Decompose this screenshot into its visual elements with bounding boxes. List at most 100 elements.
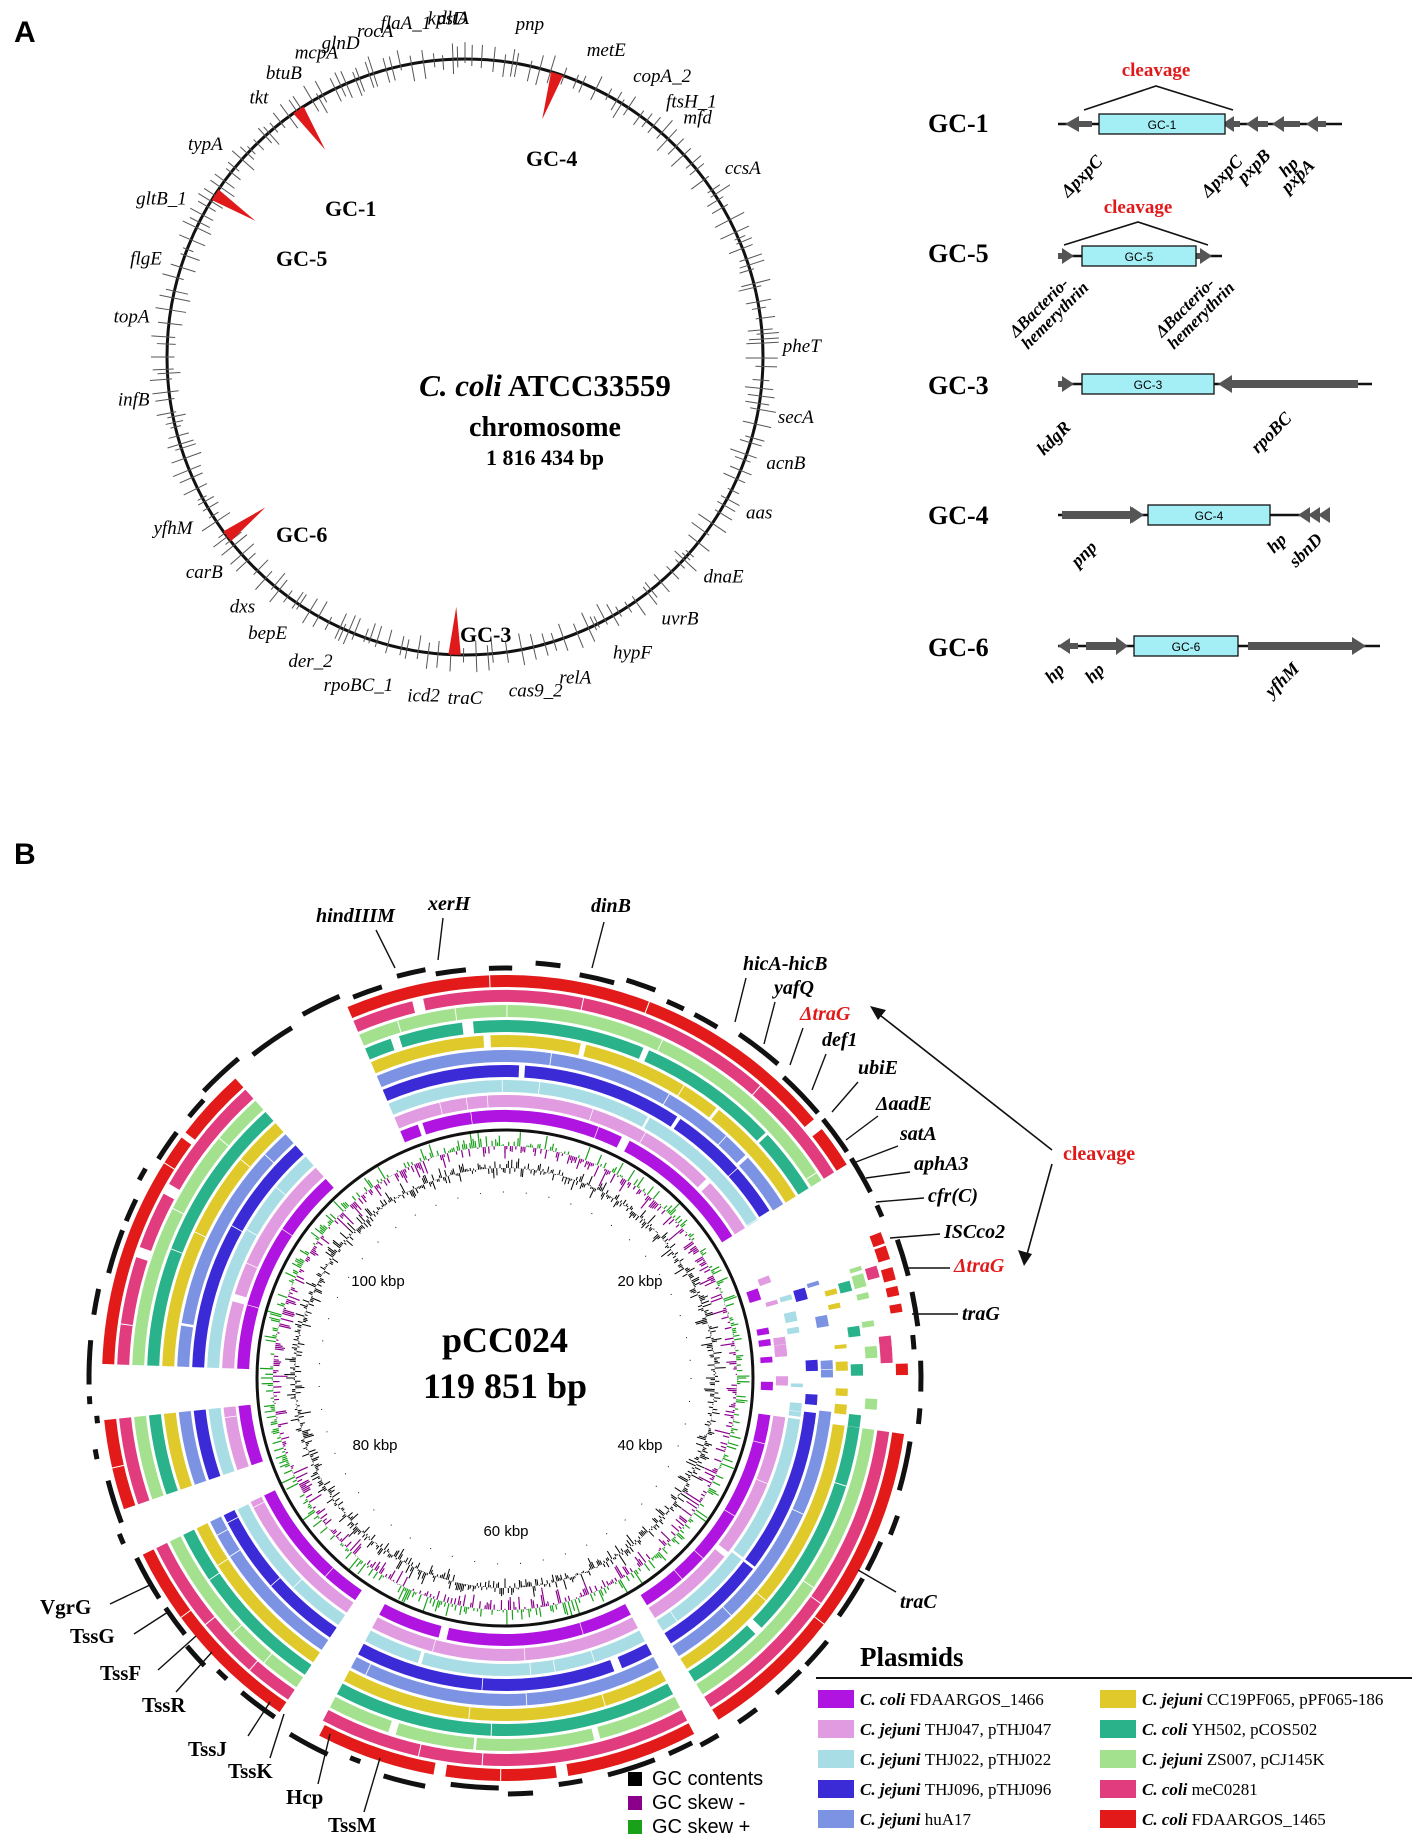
gc-content-bar <box>662 1516 666 1520</box>
tick-label-20kbp: 20 kbp <box>617 1273 662 1290</box>
gc-skew-bar <box>265 1339 276 1343</box>
gene-tick <box>151 335 176 338</box>
gc-content-bar <box>296 1351 303 1353</box>
gc-content-bar <box>626 1205 629 1208</box>
gc-content-bar <box>638 1539 642 1543</box>
gc-skew-bar <box>369 1563 373 1568</box>
gc-skew-bar <box>398 1586 406 1600</box>
gc-skew-bar <box>613 1166 618 1174</box>
gc-skew-bar <box>292 1269 299 1274</box>
plasmid-legend-swatch <box>1100 1750 1136 1768</box>
gc-content-bar <box>555 1581 558 1588</box>
gc-content-bar <box>596 1186 600 1190</box>
leader-line <box>889 1233 941 1239</box>
gc-content-bar <box>551 1579 553 1583</box>
gene-tick <box>342 615 356 645</box>
gc-skew-bar <box>729 1317 733 1320</box>
plasmid-ring-fragment <box>765 1299 779 1307</box>
gc-skew-bar <box>269 1313 282 1318</box>
plasmid-ring-segment <box>218 1559 320 1663</box>
gc-content-bar <box>667 1246 670 1249</box>
gc-content-bar <box>393 1196 396 1200</box>
plasmid-ring-segment <box>445 1764 501 1781</box>
gene-tick <box>170 263 196 273</box>
gc-skew-bar <box>352 1543 362 1554</box>
gc-content-bar <box>410 1189 416 1198</box>
plasmid-ring-segment <box>602 1670 667 1706</box>
plasmid-ring-segment <box>482 1709 688 1766</box>
gc-skew-bar <box>414 1592 417 1595</box>
gc-content-bar <box>412 1185 415 1189</box>
gc-content-bar <box>564 1177 568 1185</box>
plasmid-legend-label: C. coli YH502, pCOS502 <box>1142 1720 1317 1739</box>
island-gc-3: GC-3 GC-3 kdgR rpoBC <box>928 371 1372 459</box>
gc-content-bar <box>378 1206 381 1210</box>
gc-skew-bar <box>460 1149 464 1158</box>
gc-skew-bar <box>651 1557 654 1561</box>
gc-skew-bar <box>711 1270 715 1274</box>
plasmid-ring-segment <box>398 1008 457 1033</box>
gc-content-bar <box>377 1547 382 1554</box>
gc-skew-bar <box>378 1562 387 1574</box>
chromosome-title-species: C. coli <box>419 368 502 403</box>
island-gc-1-cleavage-lines <box>1083 85 1234 111</box>
chromosome-gene-label: uvrB <box>662 608 699 629</box>
plasmid-gene-block <box>849 1157 873 1194</box>
gc-content-bar <box>703 1388 715 1391</box>
gc-content-bar <box>678 1265 683 1268</box>
gc-skew-bar <box>486 1602 488 1610</box>
gc-skew-bar <box>281 1436 290 1440</box>
gc-skew-bar <box>479 1608 482 1617</box>
gene-tick <box>691 522 710 536</box>
gc-content-bar <box>574 1575 576 1579</box>
cleavage-arrow-line-bottom <box>1025 1163 1053 1259</box>
gc-content-bar <box>492 1168 495 1179</box>
gc-content-bar <box>670 1506 674 1509</box>
chromosome-gene-label: gltB_1 <box>136 188 187 209</box>
gc-content-bar <box>606 1194 609 1198</box>
gc-skew-bar <box>328 1226 331 1230</box>
gc-content-bar <box>707 1421 711 1423</box>
plasmid-ring-segment <box>400 1124 422 1143</box>
gc-content-bar <box>648 1226 652 1230</box>
gc-content-bar <box>696 1436 706 1441</box>
plasmid-ring-segment <box>120 1257 148 1326</box>
plasmid-ring-segment <box>223 1406 237 1418</box>
gc-skew-bar <box>424 1155 427 1160</box>
gc-skew-bar <box>730 1404 736 1406</box>
gc-content-bar <box>587 1557 594 1569</box>
gc-content-bar <box>536 1579 539 1586</box>
gene-tick <box>315 93 328 114</box>
island-gc-1-arrow <box>1246 116 1268 132</box>
gc-skew-bar <box>360 1195 367 1203</box>
plasmid-ring-segment <box>482 1660 615 1691</box>
gene-tick <box>605 88 613 101</box>
plasmid-gene-block <box>251 1025 294 1057</box>
gc-content-bar <box>623 1204 625 1207</box>
gc-content-bar <box>625 1203 628 1207</box>
plasmid-gene-block <box>821 1117 850 1154</box>
gc-skew-bar <box>561 1153 564 1156</box>
gc-content-bar <box>657 1236 661 1240</box>
gc-skew-bar <box>707 1275 714 1280</box>
plasmid-ring-segment <box>162 1232 206 1367</box>
plasmid-gene-block <box>215 1668 229 1681</box>
gc-content-bar <box>407 1557 412 1565</box>
gc-content-bar <box>546 1580 549 1584</box>
gc-content-bar <box>455 1582 459 1591</box>
plasmid-ring-segment <box>112 1465 136 1510</box>
gc-content-bar <box>686 1267 695 1273</box>
plasmid-ring-segment <box>271 1578 337 1638</box>
gene-tick <box>505 641 509 663</box>
gc-skew-bar <box>340 1533 350 1543</box>
gc-content-bar <box>354 1522 359 1526</box>
gc-content-bar <box>700 1453 706 1456</box>
gene-tick <box>425 642 431 669</box>
chromosome-gene-label: copA_2 <box>633 66 692 87</box>
gc-content-bar <box>293 1338 299 1341</box>
gc-content-bar <box>362 1530 365 1533</box>
gc-content-bar <box>323 1480 331 1486</box>
gene-tick <box>727 487 740 495</box>
gc-content-bar <box>298 1411 311 1415</box>
